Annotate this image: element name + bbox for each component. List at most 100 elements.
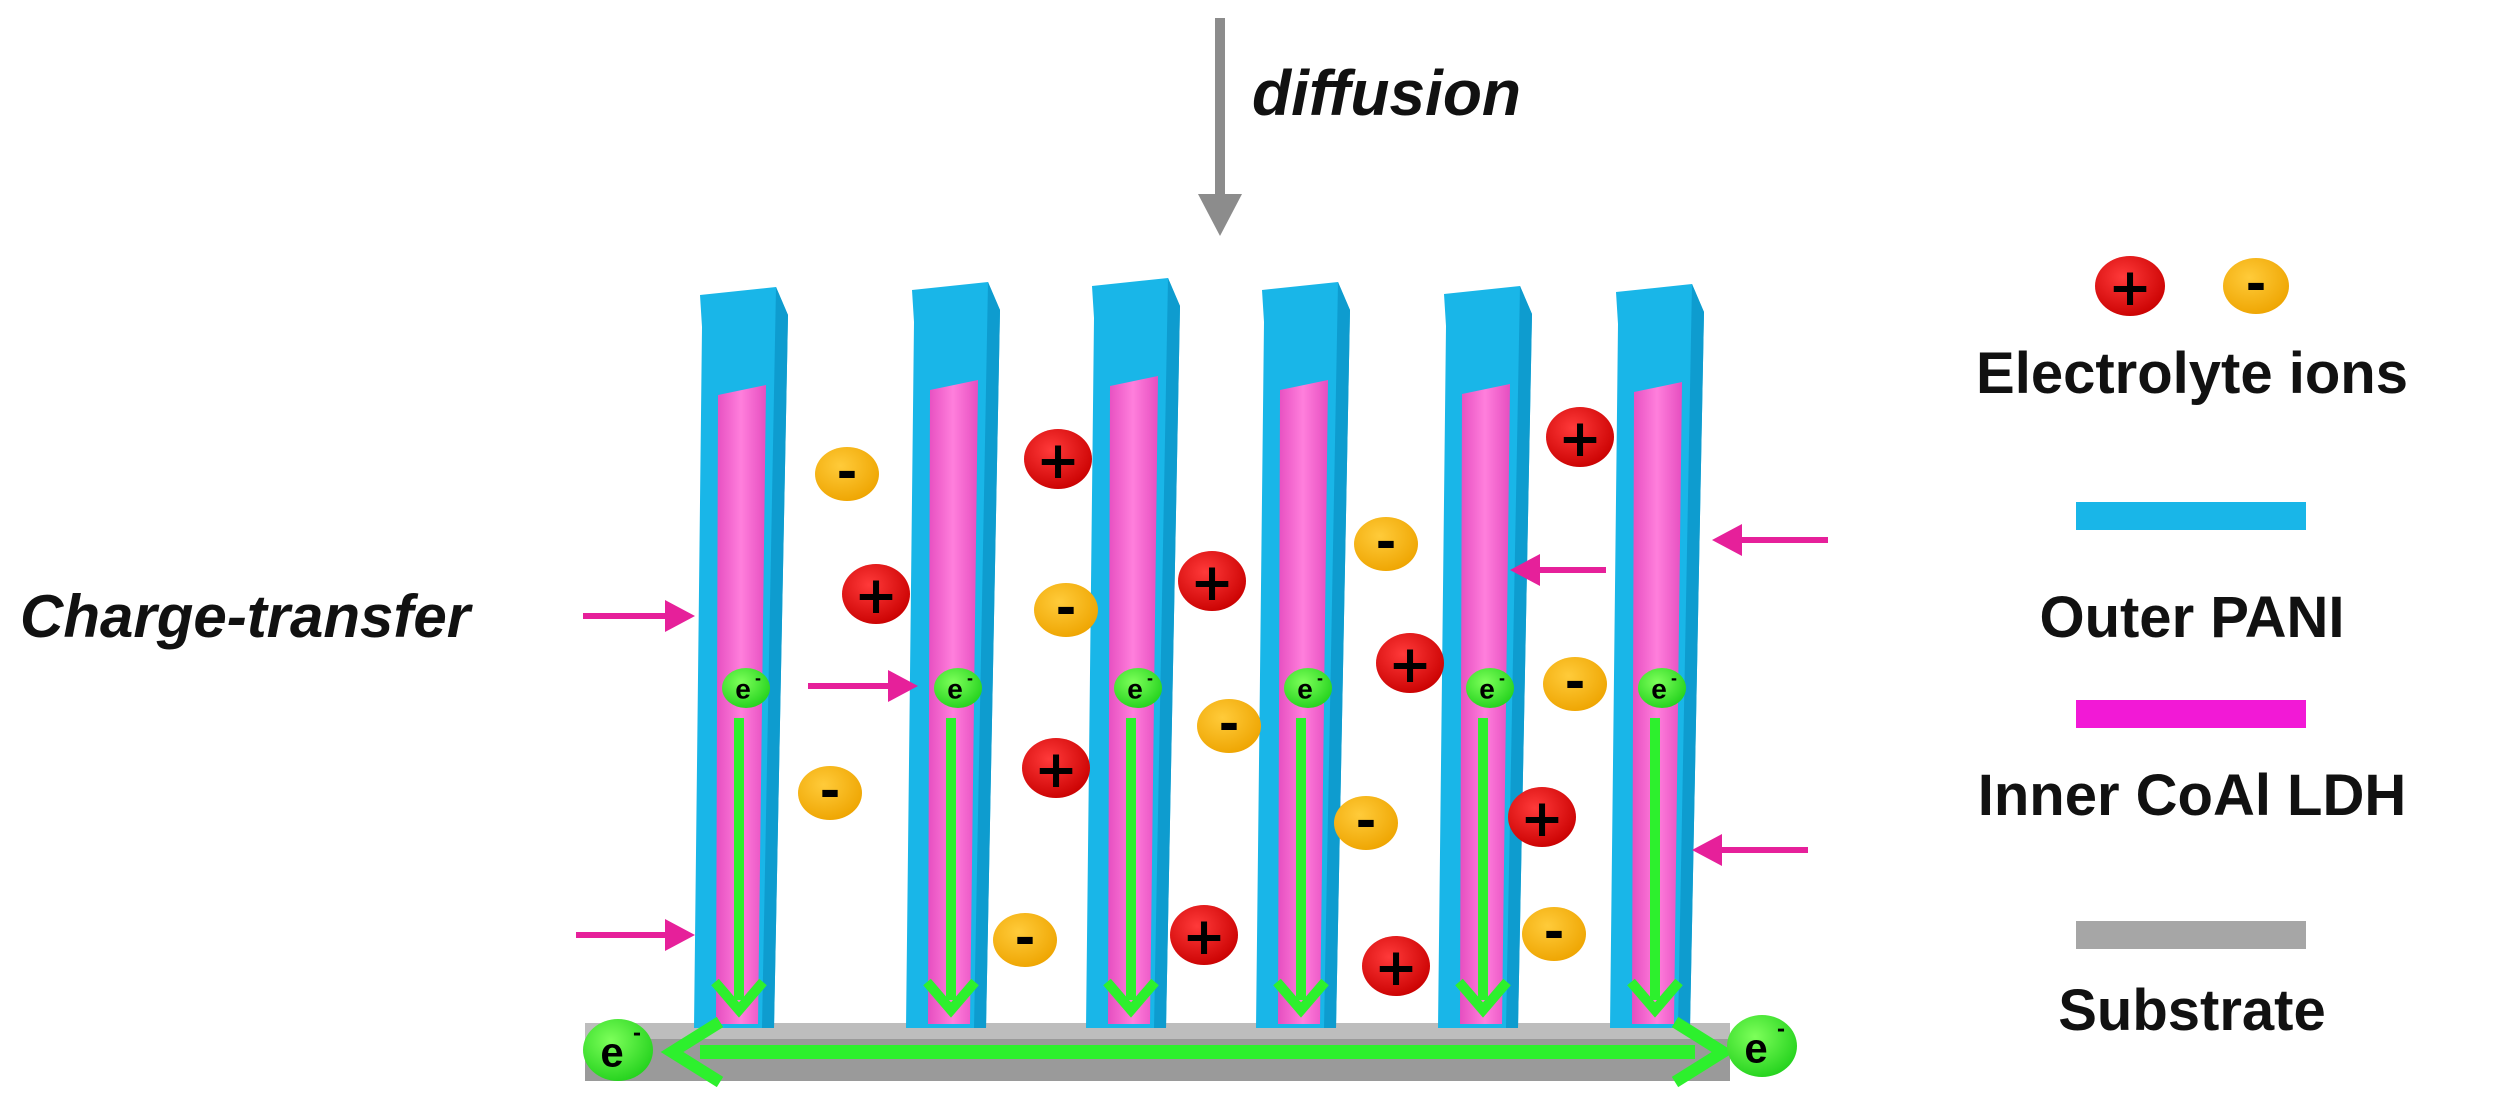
outer-pani-side [1154,278,1180,1028]
charge-transfer-arrow [576,919,695,951]
anion-ion: - [1543,653,1607,711]
charge-transfer-label: Charge-transfer [20,583,474,650]
cation-ion: + [1508,787,1576,849]
cation-ion: + [1170,905,1238,967]
svg-text:-: - [1015,909,1036,967]
anion-ion: - [798,762,862,820]
cation-ion: + [1178,551,1246,613]
svg-text:-: - [1544,903,1565,961]
electron-markers: e-e-e-e-e-e- [722,668,1686,708]
svg-text:-: - [1671,668,1677,688]
nanosheet-pillar [906,282,1000,1028]
svg-text:-: - [1056,579,1077,637]
svg-text:+: + [1182,907,1226,967]
svg-text:-: - [967,668,973,688]
charge-transfer-arrow [583,600,695,632]
svg-text:-: - [755,668,761,688]
charge-transfer-arrow [1712,524,1828,556]
electron-flow-arrowhead [923,978,979,1018]
nanosheet-pillar [1610,284,1704,1028]
nanosheet-pillar [1256,282,1350,1028]
charge-transfer-arrow [1510,554,1606,586]
svg-text:-: - [2246,255,2267,313]
electrolyte-ions: - + - + - + - + - + - + - + + - + - [798,407,1614,998]
svg-text:-: - [1356,792,1377,850]
outer-pani-side [1506,286,1532,1028]
nanosheet-pillar [1086,278,1180,1028]
legend-inner-ldh-label: Inner CoAl LDH [1978,763,2407,828]
electron-right: e - [1727,1015,1797,1077]
electron-flow-arrowhead [1103,978,1159,1018]
diffusion-label: diffusion [1252,57,1521,129]
charge-transfer-arrow [808,670,918,702]
svg-text:e: e [600,1029,623,1076]
svg-text:e: e [1479,674,1495,705]
cation-ion: + [1022,738,1090,800]
electron-marker: e- [1466,668,1514,708]
svg-text:e: e [735,674,751,705]
svg-text:+: + [1036,431,1080,491]
svg-text:e: e [947,674,963,705]
cation-ion: + [1362,936,1430,998]
electron-left: e - [583,1019,653,1081]
cation-ion: + [1546,407,1614,469]
legend-substrate-label: Substrate [2058,978,2326,1043]
svg-text:-: - [1499,668,1505,688]
svg-text:+: + [1520,789,1564,849]
legend-cation-icon: + [2095,256,2165,318]
outer-pani-side [762,287,788,1028]
svg-text:e: e [1651,674,1667,705]
anion-ion: - [1034,579,1098,637]
svg-text:+: + [1374,938,1418,998]
svg-text:-: - [1777,1016,1785,1043]
svg-text:+: + [854,566,898,626]
svg-text:-: - [1219,695,1240,753]
svg-text:-: - [820,762,841,820]
outer-pani-side [1324,282,1350,1028]
electron-flow-arrowhead [1627,978,1683,1018]
svg-text:-: - [633,1020,641,1047]
svg-text:+: + [1388,635,1432,695]
anion-ion: - [1197,695,1261,753]
electron-marker: e- [1638,668,1686,708]
outer-pani-side [974,282,1000,1028]
svg-text:-: - [1147,668,1153,688]
substrate-electron-flow [660,1016,1735,1088]
svg-text:+: + [1190,553,1234,613]
svg-text:e: e [1297,674,1313,705]
legend-outer-pani-swatch [2076,502,2306,530]
nanosheet-pillar [1438,286,1532,1028]
cation-ion: + [1376,633,1444,695]
svg-text:+: + [1034,740,1078,800]
charge-transfer-arrow [1692,834,1808,866]
legend-anion-icon: - [2223,255,2289,314]
svg-text:+: + [1558,409,1602,469]
legend-substrate-swatch [2076,921,2306,949]
anion-ion: - [815,443,879,501]
svg-text:-: - [1565,653,1586,711]
electron-marker: e- [1284,668,1332,708]
svg-text:-: - [1376,513,1397,571]
anion-ion: - [1522,903,1586,961]
electron-flow-arrowhead [711,978,767,1018]
svg-text:e: e [1127,674,1143,705]
legend-electrolyte-ions-label: Electrolyte ions [1976,341,2408,406]
electron-marker: e- [722,668,770,708]
legend: + - Electrolyte ions Outer PANI Inner Co… [1976,255,2408,1043]
cation-ion: + [1024,429,1092,491]
cation-ion: + [842,564,910,626]
electron-flow-arrowhead [1455,978,1511,1018]
anion-ion: - [993,909,1057,967]
nanosheet-pillar [694,287,788,1028]
legend-outer-pani-label: Outer PANI [2039,585,2344,650]
electron-marker: e- [1114,668,1162,708]
electron-marker: e- [934,668,982,708]
diffusion-arrow [1198,18,1242,236]
svg-text:-: - [837,443,858,501]
charge-transfer-arrows [576,524,1828,951]
outer-pani-side [1678,284,1704,1028]
anion-ion: - [1334,792,1398,850]
anion-ion: - [1354,513,1418,571]
